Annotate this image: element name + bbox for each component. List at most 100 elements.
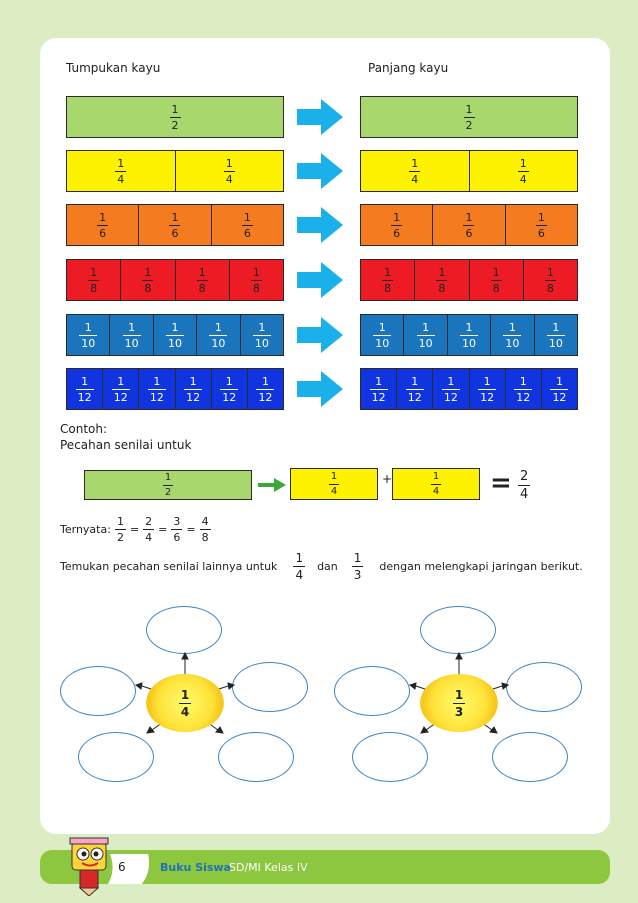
header-stack: Tumpukan kayu [66,61,160,75]
answer-oval[interactable] [146,606,222,654]
fraction: 18 [545,267,556,294]
bar-segment: 110 [534,315,577,355]
right-arrow-icon [297,369,343,407]
page-curl-icon [106,852,154,886]
example-title: Contoh: [60,422,107,436]
bar-segment: 112 [396,369,432,409]
header-length: Panjang kayu [368,61,448,75]
example-quarter-bar-a: 14 [290,468,378,500]
ternyata-label: Ternyata: [60,523,111,536]
answer-oval[interactable] [420,606,496,654]
bar-segment: 14 [175,151,284,191]
plus-sign: + [382,472,392,486]
right-arrow-icon [297,260,343,298]
instruction-text-end: dengan melengkapi jaringan berikut. [379,560,582,573]
bar-segment: 14 [469,151,578,191]
green-arrow-icon [258,478,286,492]
bar-segment: 110 [153,315,196,355]
example-subtitle: Pecahan senilai untuk [60,438,191,452]
instruction-and: dan [317,560,338,573]
fraction: 110 [123,322,141,349]
right-arrow-icon [297,205,343,243]
fraction: 13 [352,552,364,581]
right-arrow-icon [297,315,343,353]
fraction: 16 [242,212,253,239]
bar-segment: 112 [102,369,138,409]
answer-oval[interactable] [60,666,136,716]
bar-segment: 14 [67,151,175,191]
length-bar-8: 18181818 [360,259,578,301]
answer-oval[interactable] [232,662,308,712]
book-title: Buku Siswa [160,861,231,874]
answer-oval[interactable] [506,662,582,712]
right-arrow-icon [297,97,343,135]
stack-bar-6: 16 16 16 [66,204,284,246]
book-grade: SD/MI Kelas IV [229,861,308,874]
answer-oval[interactable] [334,666,410,716]
fraction: 110 [547,322,565,349]
